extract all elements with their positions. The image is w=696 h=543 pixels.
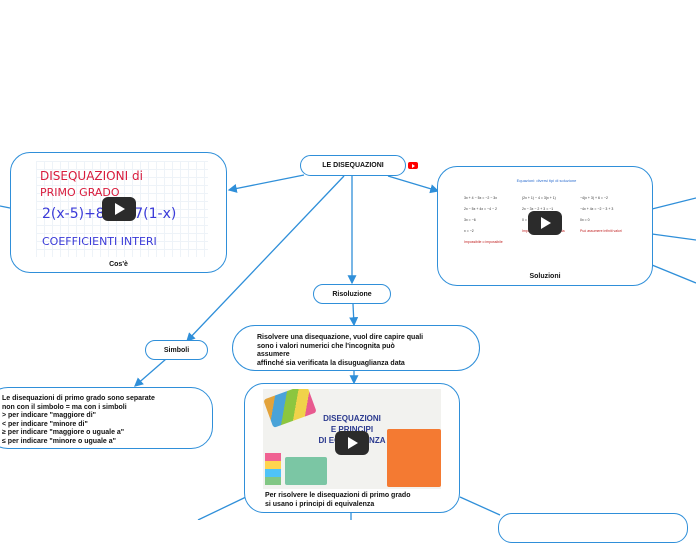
paper-graphic	[387, 429, 441, 487]
cose-video-line1: DISEQUAZIONI di	[40, 169, 143, 183]
principi-caption: Per risolvere le disequazioni di primo g…	[265, 492, 411, 508]
connector-layer	[0, 174, 696, 520]
sol-col1-row: 3x + 4 − 5x = −2 − 3x	[464, 196, 497, 200]
connector-root-soluzioni	[387, 175, 440, 194]
connector-principi-left	[197, 496, 247, 520]
soluzioni-play-button[interactable]	[528, 211, 562, 235]
simboli-node[interactable]: Simboli	[145, 340, 208, 360]
risoluzione-node[interactable]: Risoluzione	[313, 284, 391, 304]
cose-play-button[interactable]	[102, 197, 136, 221]
soluzioni-card[interactable]: Equazioni: diversi tipi di soluzione 3x …	[437, 166, 653, 286]
soluzioni-video-thumbnail[interactable]: Equazioni: diversi tipi di soluzione 3x …	[458, 175, 635, 271]
connector-soluzioni-out-3	[651, 264, 696, 284]
soluzioni-col3: −4(x + 3) + 6 = −2 −4x + 4x = −2 − 3 + 3…	[580, 193, 632, 237]
connector-root-simboli	[186, 175, 345, 342]
sol-col2-row: (2x + 1) − 4 = 3(x + 1)	[522, 196, 556, 200]
cose-video-line2: PRIMO GRADO	[40, 186, 120, 199]
definizione-node[interactable]: Risolvere una disequazione, vuol dire ca…	[232, 325, 480, 371]
connector-risoluzione-definizione	[349, 303, 359, 327]
principi-video-line1: DISEQUAZIONI	[323, 414, 381, 423]
play-icon	[348, 437, 358, 449]
notebook-graphic	[285, 457, 327, 485]
principi-video-thumbnail[interactable]: DISEQUAZIONI E PRINCIPI DI EQUIVALENZA	[263, 389, 441, 489]
connector-principi-right	[459, 496, 501, 516]
root-node[interactable]: LE DISEQUAZIONI	[300, 155, 406, 176]
sol-col3-row: −4(x + 3) + 6 = −2	[580, 196, 608, 200]
principi-card[interactable]: DISEQUAZIONI E PRINCIPI DI EQUIVALENZA P…	[244, 383, 460, 513]
sol-col1-row: x = −2	[464, 229, 474, 233]
principi-video-line2: E PRINCIPI	[330, 425, 374, 434]
play-icon	[541, 217, 551, 229]
connector-cose-left	[0, 205, 11, 209]
play-icon	[115, 203, 125, 215]
sol-col1-row: 2x − 5x + 4x = −4 − 2	[464, 207, 497, 211]
connector-soluzioni-out-1	[651, 197, 696, 210]
soluzioni-caption: Soluzioni	[529, 273, 561, 280]
simboli-text: Le disequazioni di primo grado sono sepa…	[2, 395, 155, 445]
connector-simboli-text	[134, 358, 167, 387]
cose-caption: Cos'è	[109, 261, 128, 268]
connector-root-cose	[227, 174, 305, 193]
principi-play-button[interactable]	[335, 431, 369, 455]
soluzioni-col1: 3x + 4 − 5x = −2 − 3x 2x − 5x + 4x = −4 …	[464, 193, 516, 248]
sol-col1-row: Impossibile o impossibile	[464, 240, 503, 244]
sticky-notes-graphic	[265, 453, 281, 485]
youtube-icon[interactable]	[408, 162, 418, 169]
cose-video-thumbnail[interactable]: DISEQUAZIONI di PRIMO GRADO 2(x-5)+8 ≥ 1…	[36, 161, 208, 257]
sol-col2-row: 0 = −1	[522, 218, 532, 222]
definizione-text: Risolvere una disequazione, vuol dire ca…	[257, 334, 424, 367]
sol-col3-row: Può assumere infiniti valori	[580, 229, 622, 233]
simboli-text-node[interactable]: Le disequazioni di primo grado sono sepa…	[0, 387, 213, 449]
cose-video-line3: COEFFICIENTI INTERI	[42, 235, 157, 248]
sol-col3-row: 0x = 0	[580, 218, 590, 222]
offscreen-node-bottom-right[interactable]	[498, 513, 688, 543]
cose-card[interactable]: DISEQUAZIONI di PRIMO GRADO 2(x-5)+8 ≥ 1…	[10, 152, 227, 273]
sol-col1-row: 3x = −6	[464, 218, 476, 222]
sol-col3-row: −4x + 4x = −2 − 3 + 3	[580, 207, 614, 211]
simboli-label: Simboli	[163, 346, 190, 354]
connector-soluzioni-out-2	[651, 233, 696, 241]
soluzioni-video-title: Equazioni: diversi tipi di soluzione	[516, 178, 577, 183]
root-label: LE DISEQUAZIONI	[322, 162, 384, 169]
risoluzione-label: Risoluzione	[332, 290, 372, 298]
sol-col2-row: 2x − 3x − 2 + 3 = −1	[522, 207, 554, 211]
